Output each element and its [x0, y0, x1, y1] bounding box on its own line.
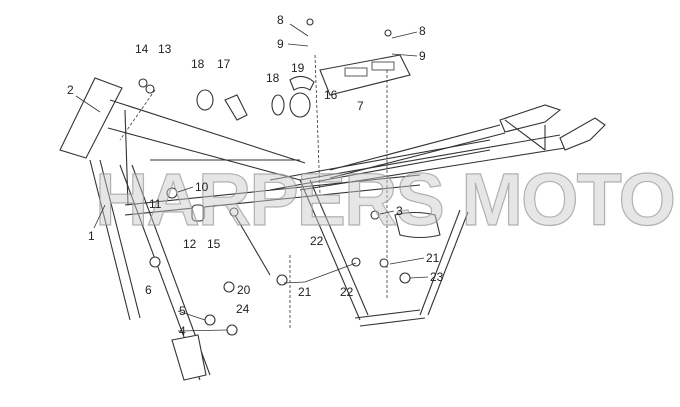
- callout-8: 8: [277, 13, 284, 27]
- callout-23: 23: [430, 270, 444, 284]
- callout-labels: 8 9 8 9 14 13 18 17 18 19 16 7 2 10 11 3…: [67, 13, 444, 338]
- callout-24: 24: [236, 302, 250, 316]
- callout-14: 14: [135, 42, 149, 56]
- callout-17: 17: [217, 57, 231, 71]
- callout-3: 3: [396, 204, 403, 218]
- callout-11: 11: [149, 197, 162, 211]
- callout-12: 12: [183, 237, 197, 251]
- frame-lines: [59, 18, 606, 381]
- callout-7: 7: [357, 99, 364, 113]
- callout-20: 20: [237, 283, 251, 297]
- callout-22: 22: [340, 285, 354, 299]
- callout-8: 8: [419, 24, 426, 38]
- callout-21: 21: [426, 251, 440, 265]
- callout-2: 2: [67, 83, 74, 97]
- leader-lines: [75, 23, 429, 332]
- callout-9: 9: [419, 49, 426, 63]
- callout-16: 16: [324, 88, 338, 102]
- callout-5: 5: [179, 304, 186, 318]
- callout-22: 22: [310, 234, 324, 248]
- callout-10: 10: [195, 180, 209, 194]
- callout-6: 6: [145, 283, 152, 297]
- callout-18: 18: [266, 71, 280, 85]
- callout-18: 18: [191, 57, 205, 71]
- callout-19: 19: [291, 61, 305, 75]
- callout-21: 21: [298, 285, 312, 299]
- callout-1: 1: [88, 229, 95, 243]
- callout-13: 13: [158, 42, 172, 56]
- callout-9: 9: [277, 37, 284, 51]
- watermark: HARPERS MOTO GUZZI©: [95, 158, 680, 241]
- callout-15: 15: [207, 237, 221, 251]
